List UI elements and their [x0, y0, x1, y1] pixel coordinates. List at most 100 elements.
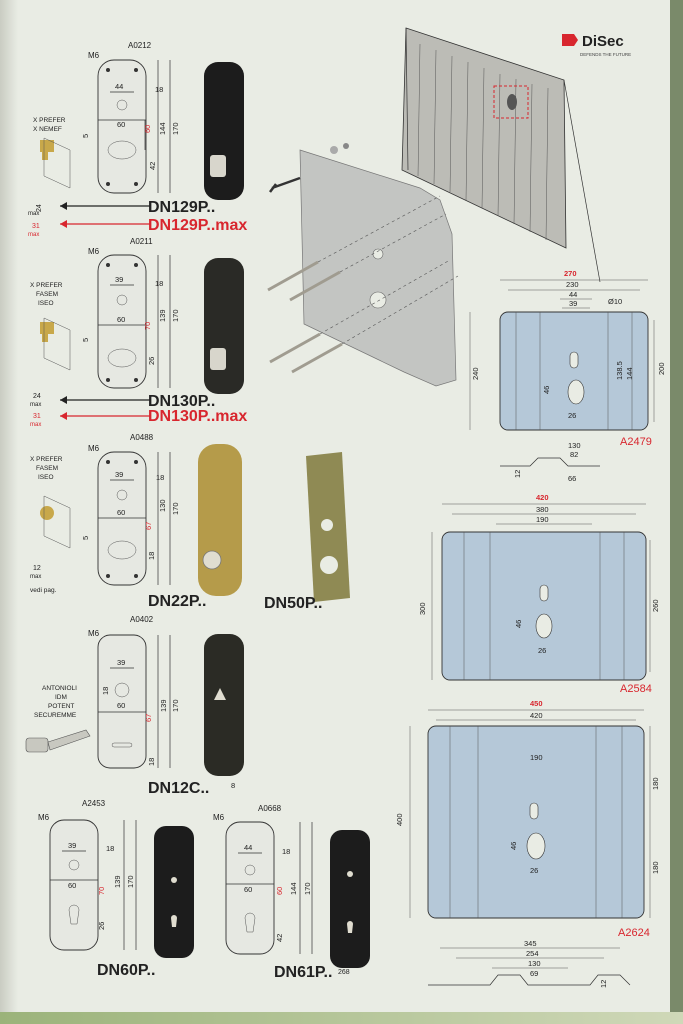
svg-text:12: 12 — [33, 565, 41, 572]
svg-text:345: 345 — [524, 939, 537, 948]
brand-logo: DiSec DEFENDS THE FUTURE — [562, 33, 631, 57]
svg-text:60: 60 — [117, 315, 125, 324]
svg-text:X PREFER: X PREFER — [30, 282, 63, 289]
product-dn60: M6 A2453 39 18 60 70 139 170 26 DN60P.. — [38, 799, 194, 979]
blue-plate — [427, 725, 645, 919]
blue-plate — [499, 311, 649, 431]
svg-text:M6: M6 — [88, 444, 100, 453]
svg-text:60: 60 — [117, 120, 125, 129]
screw-icon — [269, 176, 301, 193]
plate-a2584: 420 380 190 300 260 46 26 A2584 — [418, 493, 660, 695]
plate-profile — [428, 974, 631, 986]
cylinder-knob-icon — [40, 506, 54, 520]
plate-ref: A2479 — [620, 436, 652, 448]
svg-text:139: 139 — [158, 309, 167, 322]
escutcheon-photo — [204, 634, 244, 776]
svg-text:254: 254 — [526, 949, 539, 958]
svg-text:12: 12 — [599, 980, 608, 988]
svg-text:18: 18 — [101, 687, 110, 695]
svg-text:420: 420 — [536, 493, 549, 502]
plate-ref: A2624 — [618, 927, 650, 939]
svg-text:5: 5 — [81, 338, 90, 342]
svg-text:70: 70 — [143, 322, 152, 330]
background-strip — [0, 1012, 683, 1024]
svg-text:450: 450 — [530, 699, 543, 708]
blue-plate — [441, 531, 647, 681]
svg-text:60: 60 — [117, 701, 125, 710]
svg-text:200: 200 — [657, 362, 666, 375]
product-code: DN12C.. — [148, 780, 209, 797]
svg-text:18: 18 — [155, 279, 163, 288]
svg-text:FASEM: FASEM — [36, 291, 58, 298]
svg-text:180: 180 — [651, 777, 660, 790]
compat-line-2: X NEMEF — [33, 126, 62, 133]
plate-profile — [500, 457, 600, 467]
escutcheon-drawing — [97, 254, 147, 389]
plate-ref: A2584 — [620, 683, 652, 695]
product-code: DN22P.. — [148, 593, 206, 610]
product-code: DN61P.. — [274, 964, 332, 981]
svg-text:12: 12 — [513, 470, 522, 478]
thread-label: M6 — [88, 51, 100, 60]
svg-text:24: 24 — [33, 393, 41, 400]
svg-text:A0211: A0211 — [130, 237, 153, 246]
svg-text:42: 42 — [275, 934, 284, 942]
keyhole-slot — [111, 742, 133, 748]
product-dn22: M6 A0488 X PREFER FASEM ISEO 39 18 60 67… — [30, 433, 350, 612]
svg-text:139: 139 — [113, 875, 122, 888]
ref-label: A0212 — [128, 41, 152, 50]
svg-text:130: 130 — [158, 499, 167, 512]
svg-text:44: 44 — [569, 290, 577, 299]
escutcheon-photo — [204, 258, 244, 394]
svg-text:42: 42 — [148, 162, 157, 170]
svg-text:60: 60 — [275, 887, 284, 895]
svg-text:39: 39 — [68, 841, 76, 850]
svg-text:44: 44 — [244, 843, 252, 852]
svg-text:18: 18 — [147, 758, 156, 766]
euro-cylinder-hole — [68, 904, 80, 925]
cylinder-hole — [107, 140, 137, 160]
arrow-red-icon — [60, 412, 67, 420]
product-dn61: M6 A0668 44 18 60 60 144 170 42 DN61P.. … — [213, 804, 370, 981]
escutcheon-photo — [330, 830, 370, 968]
svg-text:240: 240 — [471, 367, 480, 380]
svg-text:260: 260 — [651, 599, 660, 612]
svg-text:ANTONIOLI: ANTONIOLI — [42, 685, 77, 692]
svg-text:M6: M6 — [88, 629, 100, 638]
product-dn129: M6 A0212 X PREFER X NEMEF 44 18 60 60 14… — [28, 41, 247, 238]
svg-text:82: 82 — [570, 450, 578, 459]
svg-text:44: 44 — [115, 82, 123, 91]
door-edge-sketch — [43, 137, 71, 189]
svg-text:400: 400 — [395, 813, 404, 826]
bolts — [267, 260, 343, 374]
svg-text:66: 66 — [568, 474, 576, 483]
svg-text:39: 39 — [117, 658, 125, 667]
svg-text:18: 18 — [282, 847, 290, 856]
svg-text:230: 230 — [566, 280, 579, 289]
svg-text:A0488: A0488 — [130, 433, 154, 442]
svg-text:170: 170 — [171, 309, 180, 322]
product-code: DN60P.. — [97, 962, 155, 979]
plate-a2479: 270 230 44 39 Ø10 240 200 138.5 144 46 2… — [469, 269, 666, 483]
product-code-extra: DN50P.. — [264, 595, 322, 612]
svg-text:ISEO: ISEO — [38, 474, 54, 481]
extra-dim: 268 — [338, 969, 350, 976]
svg-text:26: 26 — [538, 646, 546, 655]
product-code: DN130P.. — [148, 393, 215, 410]
cylinder-key-icon — [40, 322, 54, 342]
product-dn130: M6 A0211 X PREFER FASEM ISEO 39 18 60 70… — [30, 237, 247, 428]
svg-text:18: 18 — [147, 552, 156, 560]
svg-text:8: 8 — [231, 781, 235, 790]
svg-text:24: 24 — [36, 204, 43, 212]
escutcheon-drawing — [225, 821, 275, 955]
svg-text:POTENT: POTENT — [48, 703, 74, 710]
svg-text:46: 46 — [542, 386, 551, 394]
escutcheon-photo — [198, 444, 242, 596]
svg-text:5: 5 — [81, 536, 90, 540]
svg-text:M6: M6 — [38, 813, 50, 822]
svg-text:SECUREMME: SECUREMME — [34, 712, 77, 719]
svg-text:max: max — [28, 211, 39, 217]
svg-text:A0402: A0402 — [130, 615, 154, 624]
svg-text:380: 380 — [536, 505, 549, 514]
arrow-icon — [60, 202, 67, 210]
